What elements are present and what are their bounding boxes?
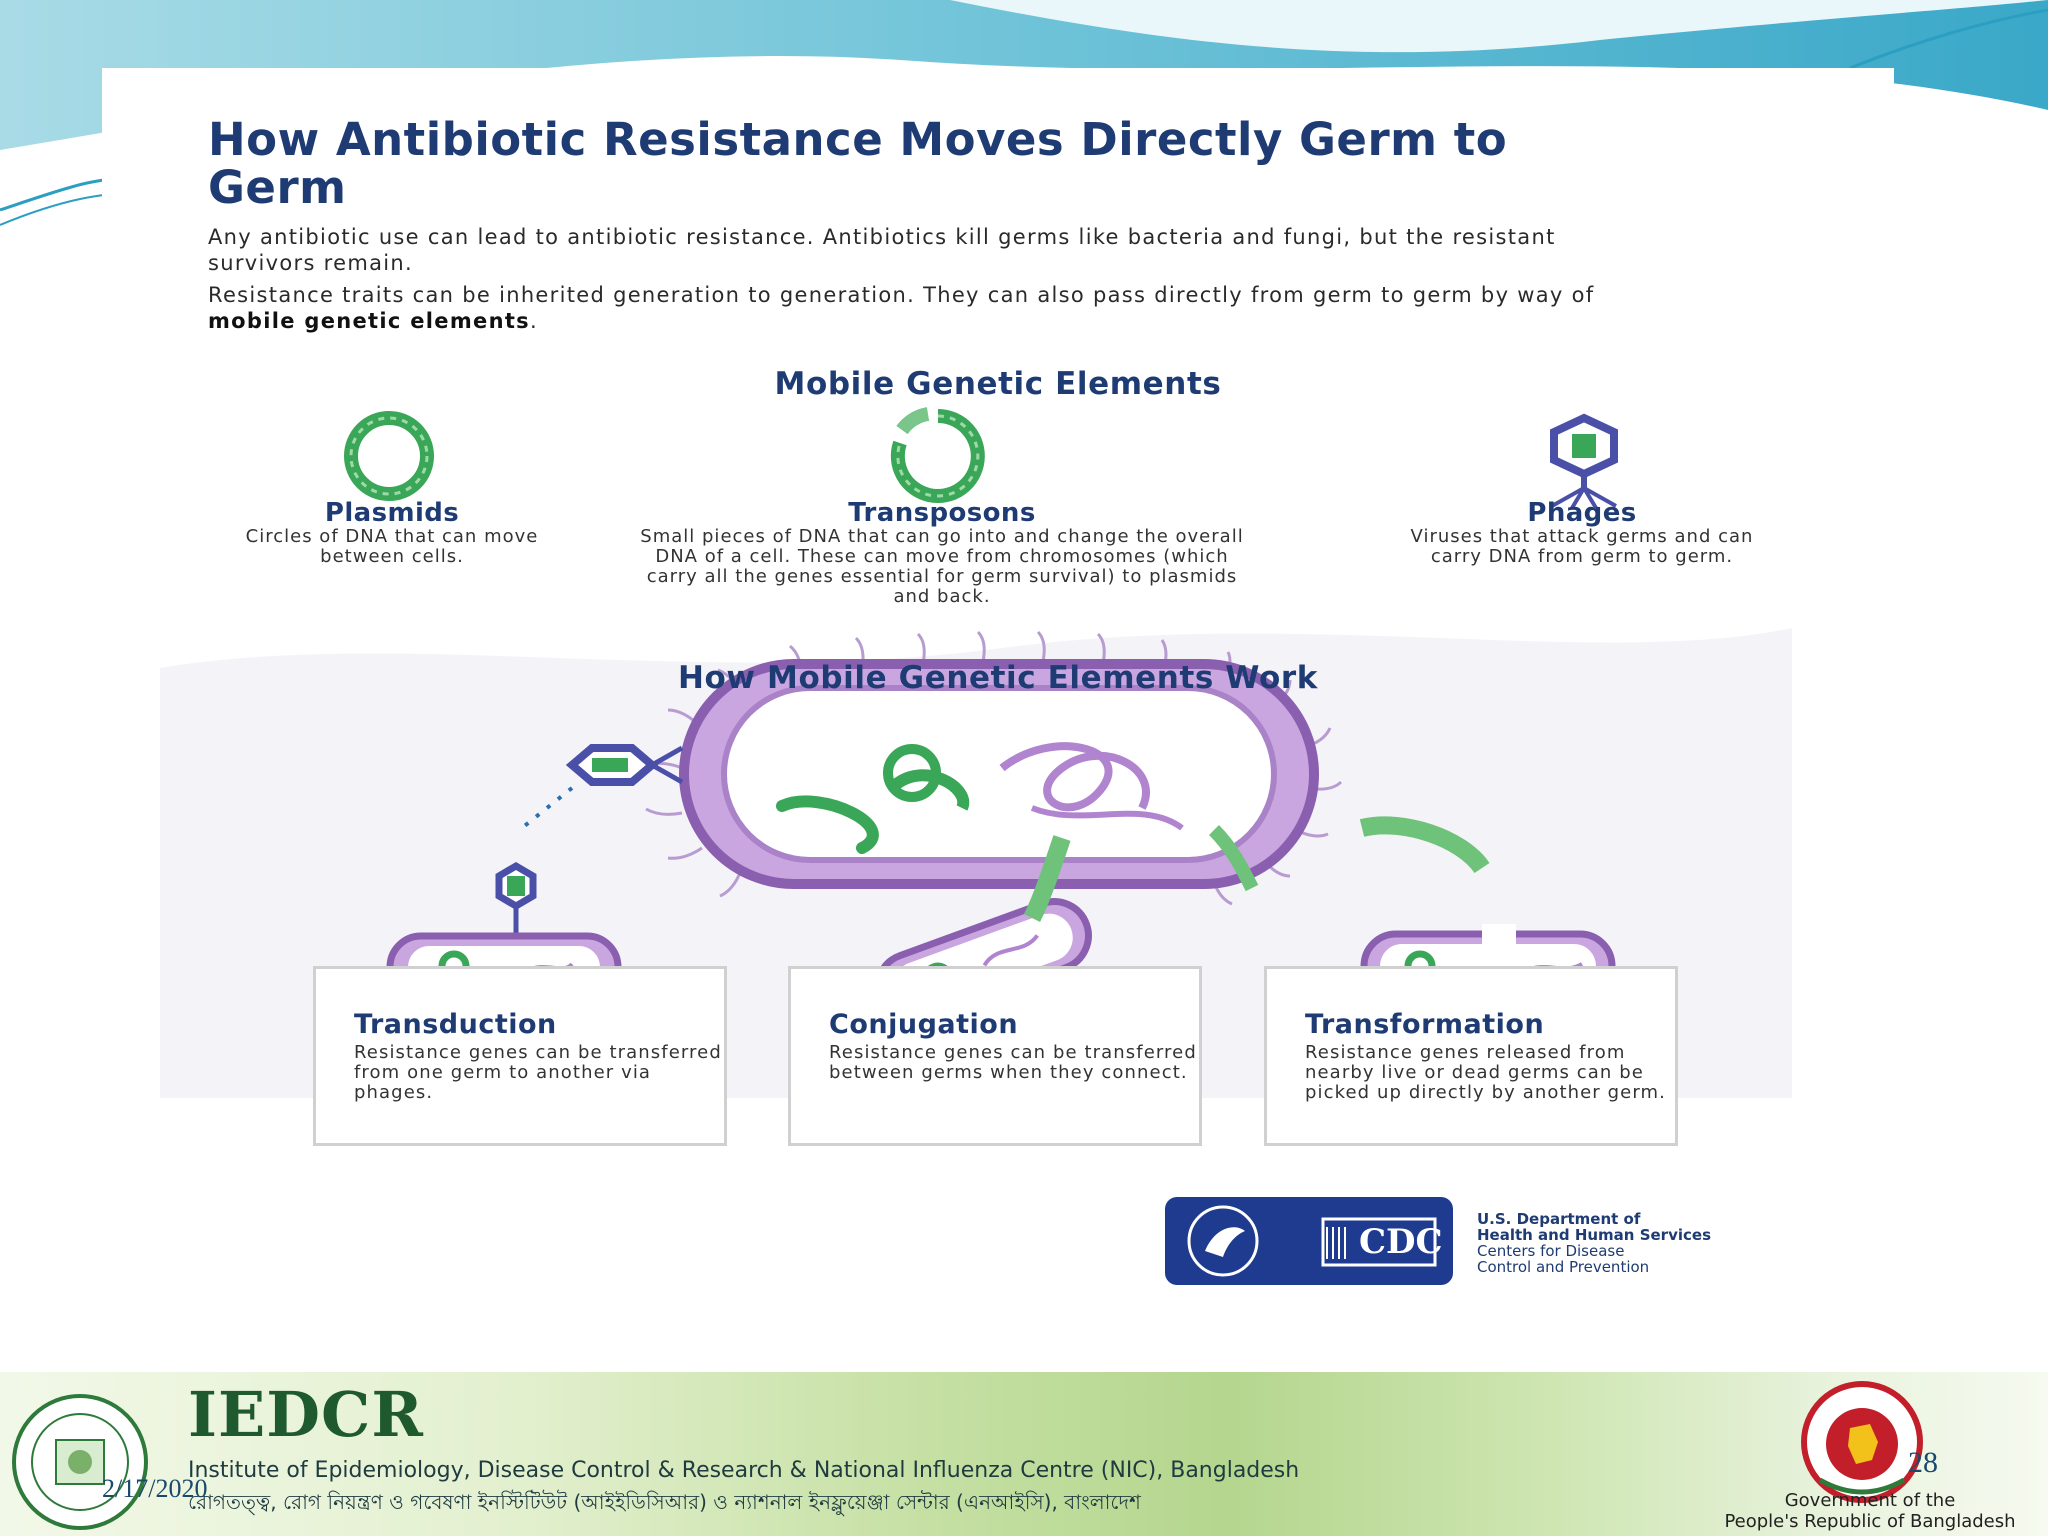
agency-name: U.S. Department of Health and Human Serv… <box>1477 1211 1797 1275</box>
phage-icon <box>1550 413 1618 510</box>
gov-line-1: Government of the <box>1784 1490 1956 1511</box>
bangladesh-government-seal <box>1801 1381 1923 1503</box>
plasmid-icon <box>344 411 434 501</box>
infographic: How Antibiotic Resistance Moves Directly… <box>102 68 1894 1358</box>
transposon-icon <box>890 407 985 503</box>
intro-text: Resistance traits can be inherited gener… <box>208 283 1595 307</box>
transduction-desc: Resistance genes can be transferred from… <box>354 1042 722 1103</box>
intro-suffix: . <box>529 309 538 333</box>
iedcr-name-bangla: রোগতত্ত্ব, রোগ নিয়ন্ত্রণ ও গবেষণা ইনস্ট… <box>188 1490 1141 1514</box>
agency-line-2: Health and Human Services <box>1477 1226 1711 1244</box>
gov-line-2: People's Republic of Bangladesh <box>1724 1511 2016 1532</box>
iedcr-seal-logo <box>12 1394 148 1530</box>
intro-paragraph-1: Any antibiotic use can lead to antibioti… <box>208 225 1556 275</box>
plasmids-desc: Circles of DNA that can move between cel… <box>245 526 539 567</box>
agency-line-3: Centers for Disease <box>1477 1242 1625 1260</box>
conjugation-card: Conjugation Resistance genes can be tran… <box>788 966 1202 1146</box>
slide-number: 28 <box>1908 1446 1938 1479</box>
cdc-logo-text: CDC <box>1359 1222 1443 1262</box>
iedcr-name-english: Institute of Epidemiology, Disease Contr… <box>188 1458 1300 1483</box>
hhs-cdc-logo: CDC <box>1165 1197 1453 1285</box>
transformation-card: Transformation Resistance genes released… <box>1264 966 1678 1146</box>
how-it-works-heading: How Mobile Genetic Elements Work <box>677 660 1319 696</box>
phages-label: Phages <box>1527 498 1637 528</box>
transformation-desc: Resistance genes released from nearby li… <box>1305 1042 1666 1103</box>
page-title: How Antibiotic Resistance Moves Directly… <box>208 113 1508 214</box>
government-name: Government of the People's Republic of B… <box>1700 1490 2040 1532</box>
intro-paragraph-2: Resistance traits can be inherited gener… <box>208 282 1608 334</box>
mobile-elements-heading: Mobile Genetic Elements <box>774 366 1222 402</box>
slide-date: 2/17/2020 <box>102 1474 208 1503</box>
intro-bold-term: mobile genetic elements <box>208 309 530 333</box>
slide-footer: IEDCR Institute of Epidemiology, Disease… <box>0 1372 2048 1536</box>
iedcr-logo-text: IEDCR <box>188 1378 424 1451</box>
transduction-card: Transduction Resistance genes can be tra… <box>313 966 727 1146</box>
agency-line-1: U.S. Department of <box>1477 1210 1641 1228</box>
transposons-label: Transposons <box>848 498 1036 528</box>
conjugation-title: Conjugation <box>829 1009 1019 1040</box>
agency-line-4: Control and Prevention <box>1477 1258 1650 1276</box>
transposons-desc: Small pieces of DNA that can go into and… <box>640 526 1244 607</box>
phage-attacking-icon <box>520 744 684 830</box>
plasmids-label: Plasmids <box>324 498 460 528</box>
transformation-title: Transformation <box>1305 1009 1545 1040</box>
transduction-title: Transduction <box>354 1009 557 1040</box>
phages-desc: Viruses that attack germs and can carry … <box>1410 526 1754 567</box>
conjugation-desc: Resistance genes can be transferred betw… <box>829 1042 1197 1083</box>
